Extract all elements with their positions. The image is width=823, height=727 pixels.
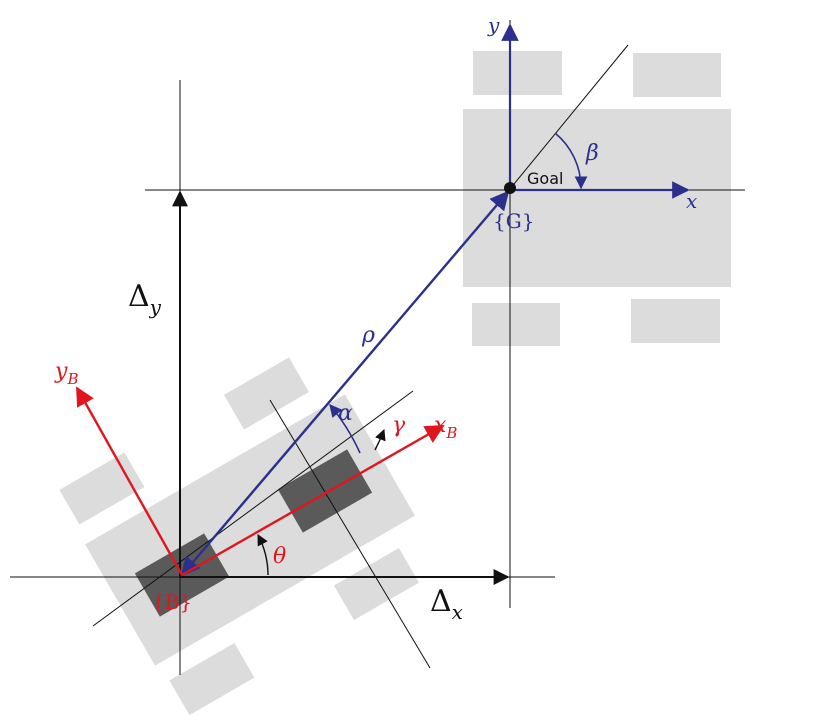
alpha-label: α (338, 401, 353, 426)
beta-label: β (585, 141, 599, 166)
rho-vector (180, 190, 510, 577)
robot-x-axis-label: xB (434, 413, 457, 442)
goal-frame-label: {G} (493, 209, 534, 233)
theta-angle-arc (257, 534, 269, 576)
goal-heading-line (504, 44, 629, 196)
robot-y-axis-arrow (75, 386, 184, 576)
start-robot-shape (59, 357, 419, 716)
alpha-angle-arc (329, 404, 361, 454)
goal-x-axis-label: x (686, 189, 697, 213)
delta-x-label: Δx (430, 584, 463, 624)
robot-frame-label: {B} (152, 590, 192, 614)
gamma-angle-arc (374, 428, 386, 451)
robot-x-axis-arrow (181, 424, 445, 577)
robot-y-axis-label: yB (54, 359, 78, 388)
start-robot-wheel-bottom-left (169, 642, 255, 716)
goal-y-axis-label: y (487, 13, 500, 37)
rho-label: ρ (361, 323, 375, 348)
gamma-label: γ (392, 413, 406, 438)
start-robot-wheel-top-right (223, 357, 309, 430)
goal-point-label: Goal (527, 169, 563, 188)
beta-angle-arc (554, 132, 588, 190)
goal-robot-wheel-bottom-left (472, 303, 560, 346)
delta-y-label: Δy (128, 279, 162, 319)
goal-point-dot (504, 182, 516, 194)
theta-label: θ (273, 544, 286, 569)
goal-robot-wheel-top-left (473, 51, 562, 95)
start-robot-wheel-bottom-right (333, 547, 419, 621)
start-robot-wheel-top-left (59, 452, 145, 525)
goal-robot-wheel-top-right (633, 53, 721, 97)
goal-robot-wheel-bottom-right (631, 299, 720, 343)
start-robot-body (85, 394, 415, 666)
